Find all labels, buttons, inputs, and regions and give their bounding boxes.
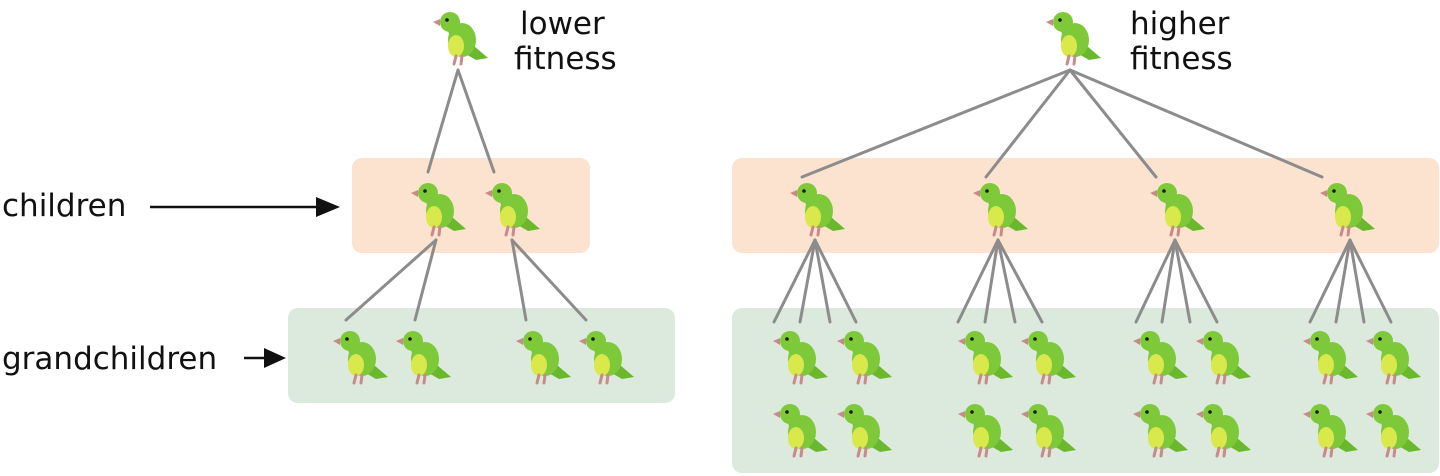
grandchildren-arrow	[244, 348, 286, 368]
parent-bird-lower	[431, 10, 490, 66]
higher-fitness-label-line1: higher	[1130, 6, 1230, 42]
children-label: children	[2, 188, 126, 224]
lower-fitness-label-line2: fitness	[514, 41, 617, 77]
parent-bird-higher	[1044, 10, 1103, 66]
links-lower	[344, 68, 588, 322]
children-band-higher	[732, 158, 1439, 253]
lower-fitness-label-line1: lower	[520, 6, 605, 42]
links-higher	[772, 68, 1393, 324]
children-arrow	[150, 197, 340, 217]
children-band-lower	[352, 158, 590, 253]
grandchildren-band-higher	[732, 308, 1439, 473]
grandchildren-band-lower	[288, 308, 675, 403]
higher-fitness-label-line2: fitness	[1130, 41, 1233, 77]
grandchildren-label: grandchildren	[2, 341, 217, 377]
